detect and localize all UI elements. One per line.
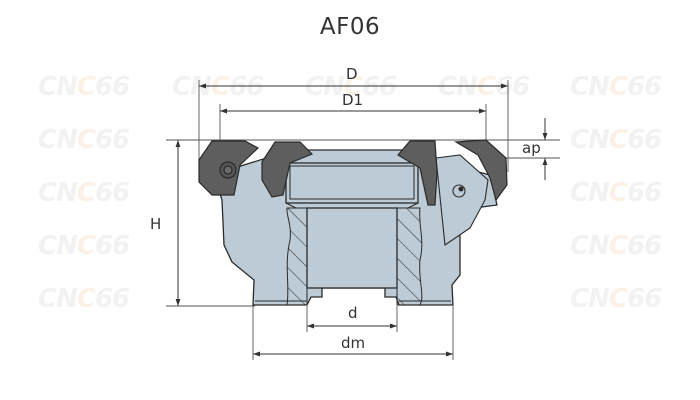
dim-label-ap: ap (522, 139, 541, 157)
dim-label-d: d (348, 304, 358, 322)
extension-lines (166, 80, 560, 360)
dim-label-H: H (150, 215, 162, 233)
watermark: CNC66 (570, 284, 662, 314)
dim-label-D1: D1 (342, 91, 364, 109)
watermark: CNC66 (38, 284, 130, 314)
inserts (198, 139, 508, 206)
watermark: CNC66 (570, 125, 662, 155)
cutter-body (214, 149, 498, 306)
watermark: CNC66 (570, 231, 662, 261)
watermark: CNC66 (38, 178, 130, 208)
drawing-title: AF06 (319, 14, 381, 40)
watermark: CNC66 (38, 231, 130, 261)
watermark: CNC66 (38, 72, 130, 102)
dim-label-dm: dm (341, 334, 366, 352)
dim-label-D: D (346, 65, 358, 83)
dimension-lines (175, 83, 548, 357)
watermark: CNC66 (570, 72, 662, 102)
watermark: CNC66 (38, 125, 130, 155)
watermark: CNC66 (570, 178, 662, 208)
